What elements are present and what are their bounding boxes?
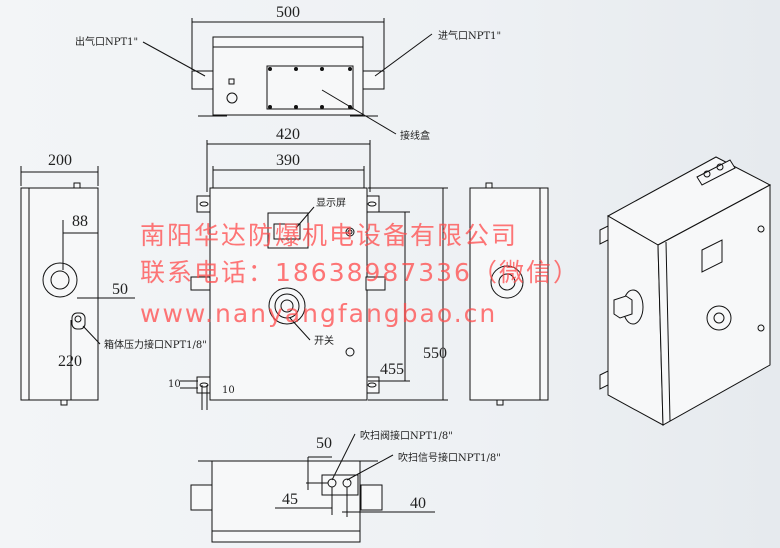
dim-width-500: 500	[276, 4, 300, 21]
label-display: 显示屏	[316, 197, 346, 209]
switch-knob	[268, 287, 306, 325]
dim-hole-b: 10	[222, 385, 235, 396]
label-purge-valve: 吹扫阀接口NPT1/8"	[360, 429, 453, 442]
dim-455: 455	[380, 361, 404, 378]
dim-88: 88	[72, 213, 88, 230]
dim-550: 550	[423, 345, 447, 362]
junction-box	[266, 65, 354, 110]
dim-bottom-50: 50	[316, 435, 332, 452]
label-pressure-port: 箱体压力接口NPT1/8"	[104, 338, 207, 351]
bottom-view: 50 45 40 吹扫阀接口NPT1/8" 吹扫信号接口NPT1/8"	[190, 429, 501, 543]
dim-bottom-40: 40	[410, 495, 426, 512]
top-view: 500 出气口NPT1" 进气口NPT1" 接线盒	[75, 4, 501, 142]
front-view: 420 390 显示屏 开关 455 550 10 10	[168, 126, 448, 410]
label-inlet: 进气口NPT1"	[438, 29, 501, 42]
label-switch: 开关	[314, 334, 334, 347]
purge-port-plate	[321, 474, 359, 496]
right-side-view	[469, 182, 549, 406]
label-purge-signal: 吹扫信号接口NPT1/8"	[398, 451, 501, 464]
dim-220: 220	[58, 353, 82, 370]
isometric-view	[599, 156, 772, 426]
watermark-phone: 联系电话：18638987336（微信）	[140, 258, 580, 287]
watermark-company: 南阳华达防爆机电设备有限公司	[140, 221, 518, 250]
dim-hole-a: 10	[168, 379, 181, 390]
dim-50: 50	[112, 281, 128, 298]
dim-390: 390	[276, 152, 300, 169]
label-junction-box: 接线盒	[400, 129, 430, 142]
dim-200: 200	[48, 152, 72, 169]
side-view: 200 88 50 箱体压力接口NPT1/8" 220	[20, 152, 207, 406]
dim-bottom-45: 45	[282, 491, 298, 508]
watermark: 南阳华达防爆机电设备有限公司 联系电话：18638987336（微信） www.…	[140, 221, 580, 328]
label-outlet: 出气口NPT1"	[75, 35, 138, 48]
watermark-website: www.nanyangfangbao.cn	[140, 299, 497, 328]
dim-420: 420	[276, 126, 300, 143]
